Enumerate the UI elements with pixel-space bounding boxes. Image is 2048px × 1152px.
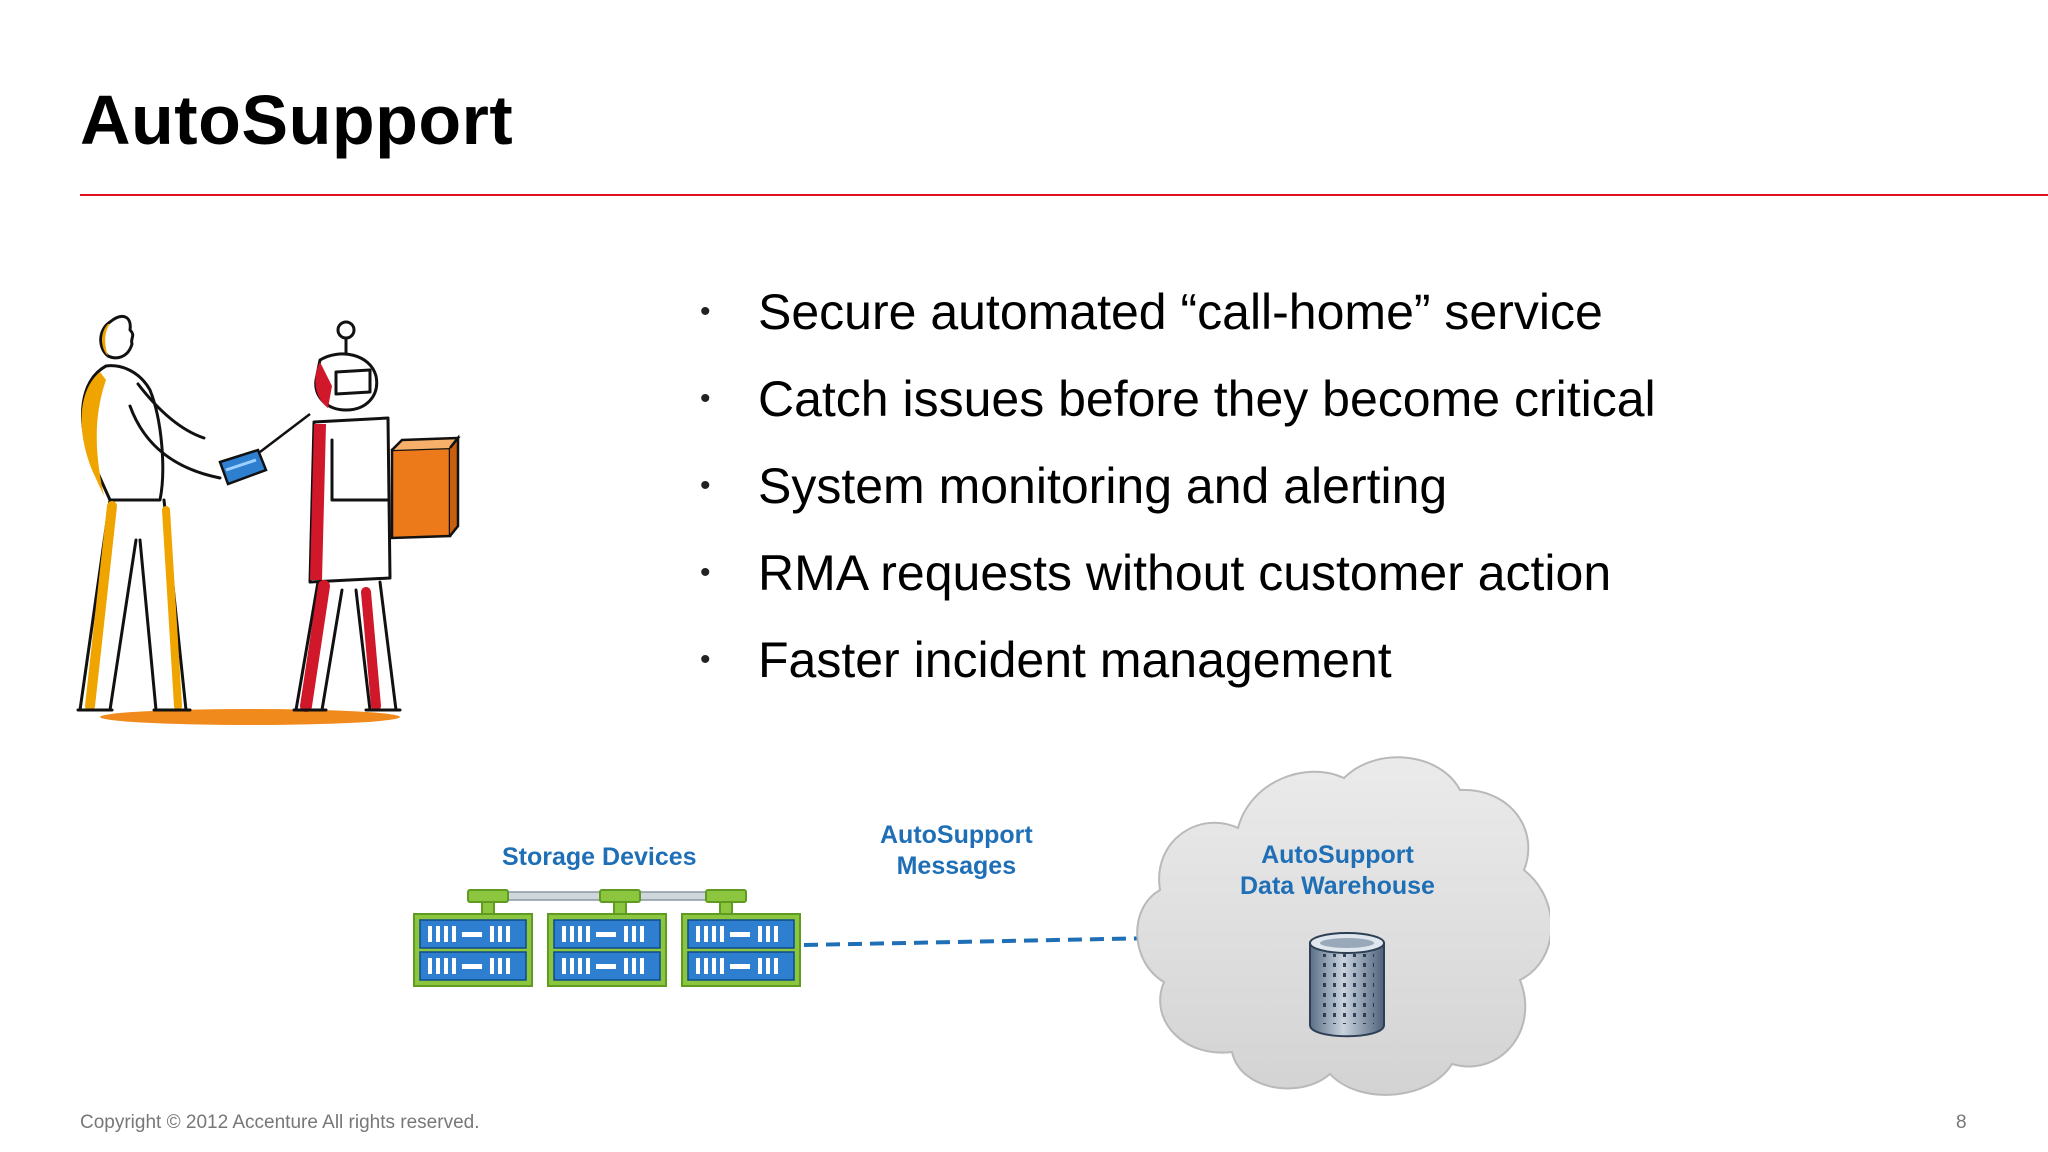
slide-title: AutoSupport xyxy=(80,81,514,159)
bullet-item: • Secure automated “call-home” service xyxy=(696,278,1656,365)
warehouse-label-line1: AutoSupport xyxy=(1261,841,1414,869)
server-unit xyxy=(413,913,533,987)
bullet-dot-icon: • xyxy=(700,643,711,676)
messages-label-line2: Messages xyxy=(896,852,1017,880)
database-icon xyxy=(1309,932,1385,1038)
bullet-dot-icon: • xyxy=(700,295,711,328)
bullet-dot-icon: • xyxy=(700,469,711,502)
storage-devices-icon xyxy=(413,889,801,987)
bullet-item: • System monitoring and alerting xyxy=(696,452,1656,539)
title-divider xyxy=(80,194,2048,196)
remote-device-icon xyxy=(218,413,311,486)
bullet-item: • Catch issues before they become critica… xyxy=(696,365,1656,452)
person-figure xyxy=(76,314,222,712)
bullet-text: RMA requests without customer action xyxy=(758,545,1612,601)
data-warehouse-label: AutoSupport Data Warehouse xyxy=(1240,840,1435,902)
person-and-robot-illustration xyxy=(76,314,461,725)
package-box-icon xyxy=(390,434,461,540)
messages-label-line1: AutoSupport xyxy=(880,821,1033,849)
autosupport-diagram xyxy=(413,756,1550,1096)
bullet-list: • Secure automated “call-home” service • C… xyxy=(696,278,1656,713)
copyright-footer: Copyright © 2012 Accenture All rights re… xyxy=(80,1112,480,1133)
robot-figure xyxy=(292,320,402,712)
bullet-text: Faster incident management xyxy=(758,632,1392,688)
bullet-dot-icon: • xyxy=(700,382,711,415)
bullet-text: Catch issues before they become critical xyxy=(758,371,1656,427)
page-number: 8 xyxy=(1956,1112,1967,1133)
cloud-icon xyxy=(1136,756,1550,1096)
storage-devices-label: Storage Devices xyxy=(502,842,697,873)
message-flow-arrow-icon xyxy=(803,926,1162,952)
bullet-item: • RMA requests without customer action xyxy=(696,539,1656,626)
bullet-dot-icon: • xyxy=(700,556,711,589)
autosupport-messages-label: AutoSupport Messages xyxy=(880,820,1033,882)
bullet-item: • Faster incident management xyxy=(696,626,1656,713)
warehouse-label-line2: Data Warehouse xyxy=(1240,872,1435,900)
bullet-text: System monitoring and alerting xyxy=(758,458,1448,514)
bullet-text: Secure automated “call-home” service xyxy=(758,284,1603,340)
storage-devices-text: Storage Devices xyxy=(502,843,697,871)
